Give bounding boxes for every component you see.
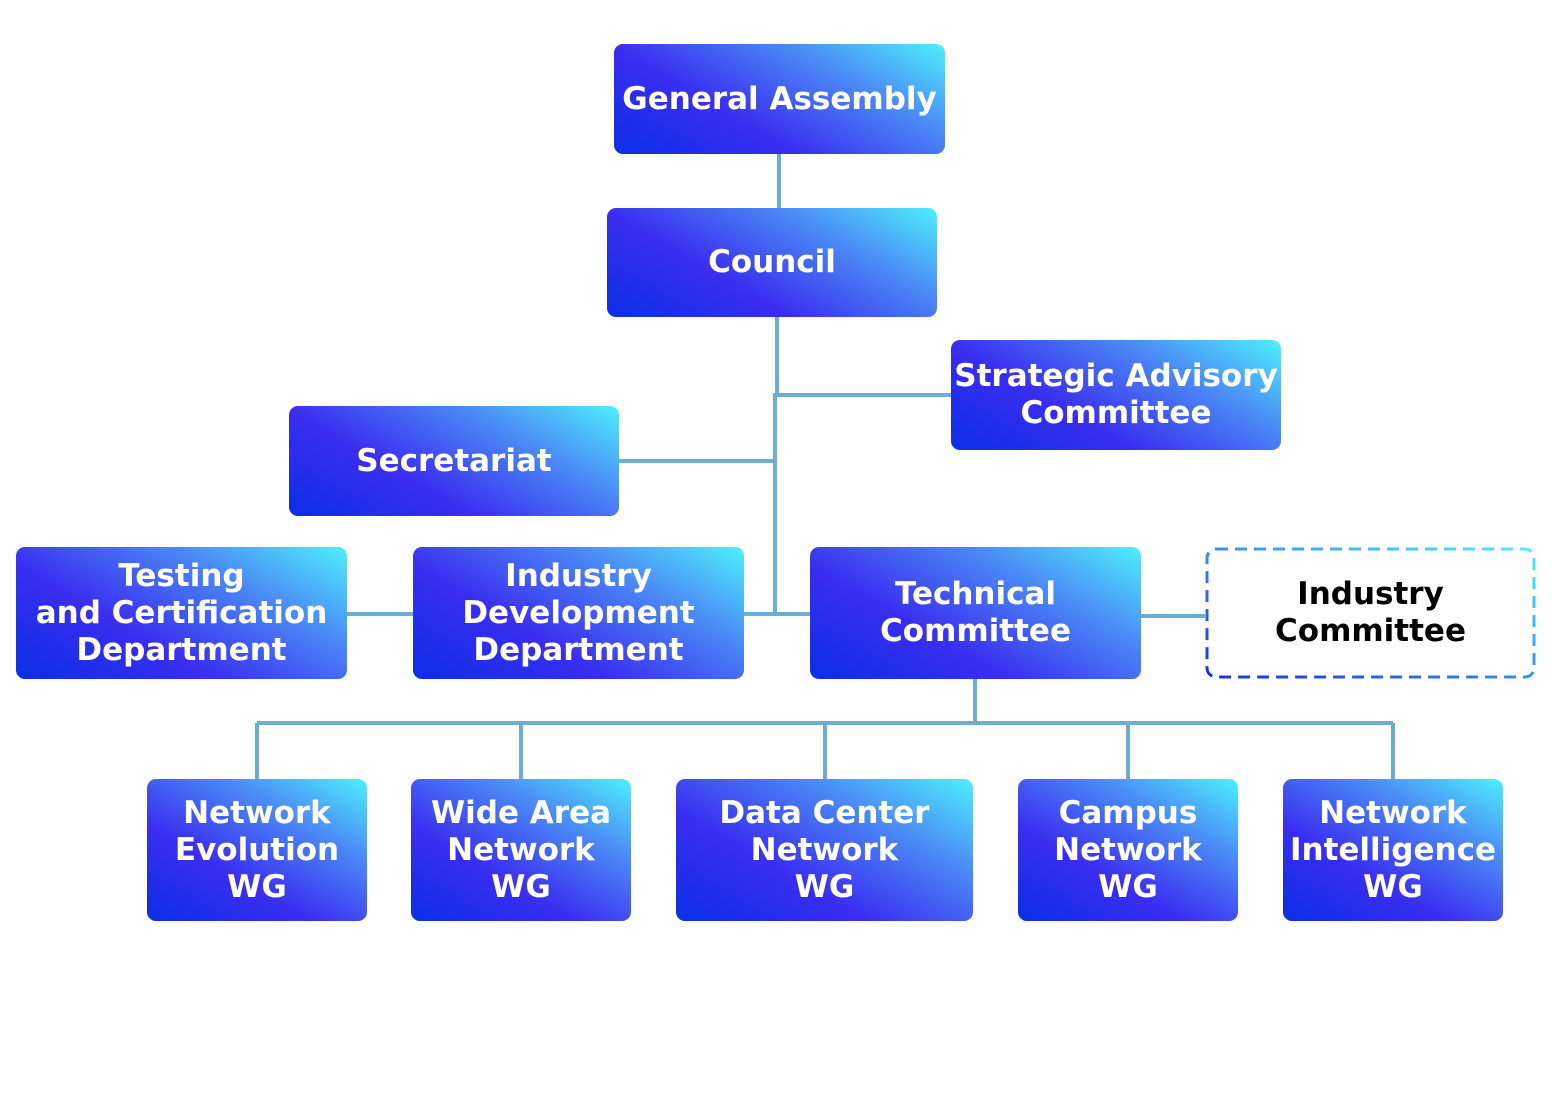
network-intelligence-wg-label: Network Intelligence WG (1289, 794, 1496, 905)
network-evolution-wg-box[interactable]: Network Evolution WG (147, 779, 367, 921)
technical-committee-box[interactable]: Technical Committee (810, 547, 1141, 679)
council-label: Council (708, 244, 836, 280)
secretariat-box[interactable]: Secretariat (289, 406, 619, 516)
wide-area-network-wg-box[interactable]: Wide Area Network WG (411, 779, 631, 921)
industry-development-department-box[interactable]: Industry Development Department (413, 547, 744, 679)
wide-area-network-wg-label: Wide Area Network WG (430, 794, 612, 905)
general-assembly-box[interactable]: General Assembly (614, 44, 945, 154)
campus-network-wg-label: Campus Network WG (1054, 794, 1202, 905)
strategic-advisory-committee-label: Strategic Advisory Committee (954, 358, 1278, 431)
data-center-network-wg-box[interactable]: Data Center Network WG (676, 779, 973, 921)
industry-committee-label: Industry Committee (1275, 576, 1466, 649)
campus-network-wg-box[interactable]: Campus Network WG (1018, 779, 1238, 921)
council-box[interactable]: Council (607, 208, 937, 317)
technical-committee-label: Technical Committee (880, 576, 1071, 649)
general-assembly-label: General Assembly (622, 80, 937, 117)
network-intelligence-wg-box[interactable]: Network Intelligence WG (1283, 779, 1503, 921)
industry-development-department-label: Industry Development Department (462, 557, 695, 668)
testing-certification-department-box[interactable]: Testing and Certification Department (16, 547, 347, 679)
data-center-network-wg-label: Data Center Network WG (719, 794, 930, 905)
strategic-advisory-committee-box[interactable]: Strategic Advisory Committee (951, 340, 1281, 450)
connector-council-trunk (773, 317, 779, 614)
industry-committee-box[interactable]: Industry Committee (1205, 547, 1536, 679)
network-evolution-wg-label: Network Evolution WG (174, 794, 340, 905)
secretariat-label: Secretariat (356, 442, 552, 479)
testing-certification-department-label: Testing and Certification Department (35, 557, 328, 668)
